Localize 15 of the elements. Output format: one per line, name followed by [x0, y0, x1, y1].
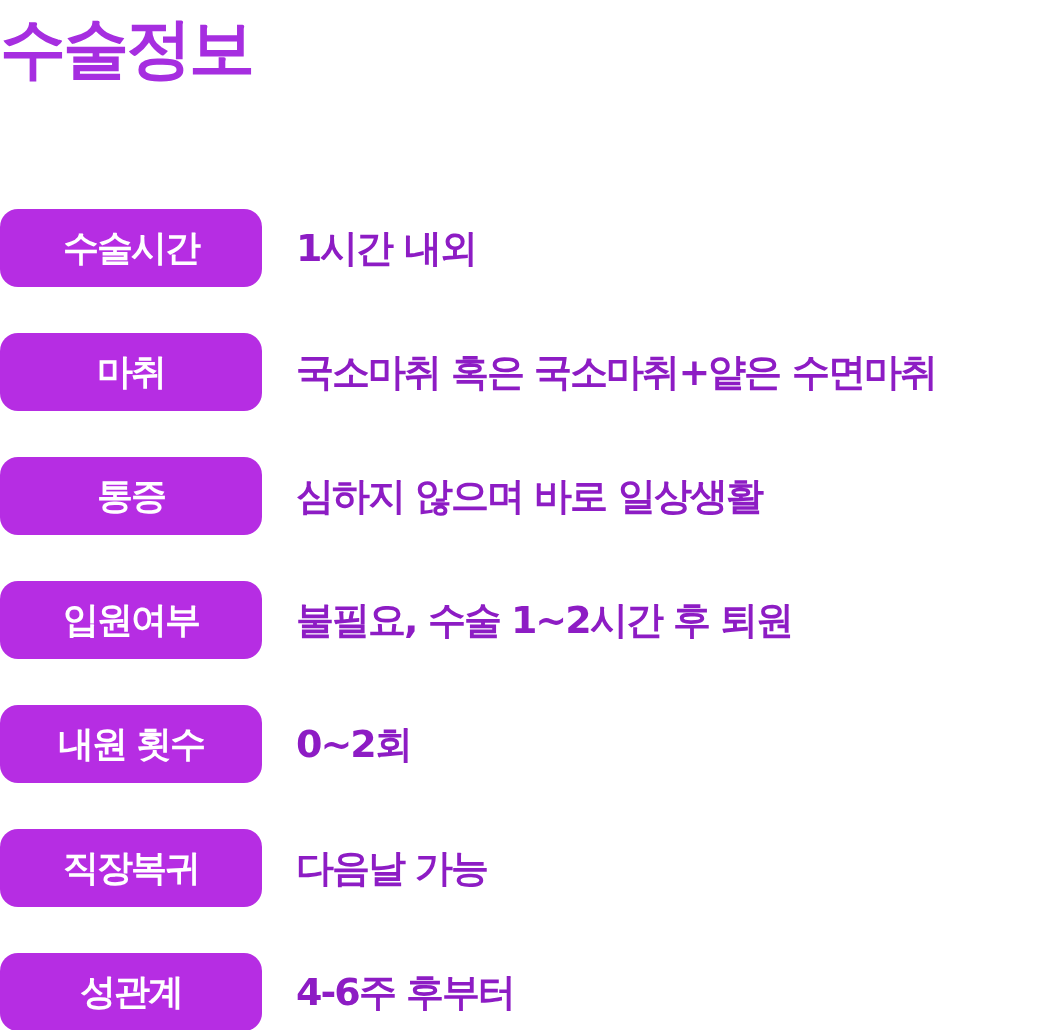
label-pill: 통증	[0, 457, 262, 535]
page-title: 수술정보	[0, 9, 252, 89]
label-pill: 수술시간	[0, 209, 262, 287]
label-pill: 입원여부	[0, 581, 262, 659]
value-text: 심하지 않으며 바로 일상생활	[296, 473, 762, 520]
value-text: 국소마취 혹은 국소마취+얕은 수면마취	[296, 349, 936, 396]
value-text: 다음날 가능	[296, 845, 488, 892]
value-text: 1시간 내외	[296, 225, 476, 272]
label-pill: 직장복귀	[0, 829, 262, 907]
label-pill: 성관계	[0, 953, 262, 1030]
label-pill: 내원 횟수	[0, 705, 262, 783]
value-text: 불필요, 수술 1~2시간 후 퇴원	[296, 597, 793, 644]
value-text: 4-6주 후부터	[296, 969, 514, 1016]
value-text: 0~2회	[296, 721, 411, 768]
label-pill: 마취	[0, 333, 262, 411]
